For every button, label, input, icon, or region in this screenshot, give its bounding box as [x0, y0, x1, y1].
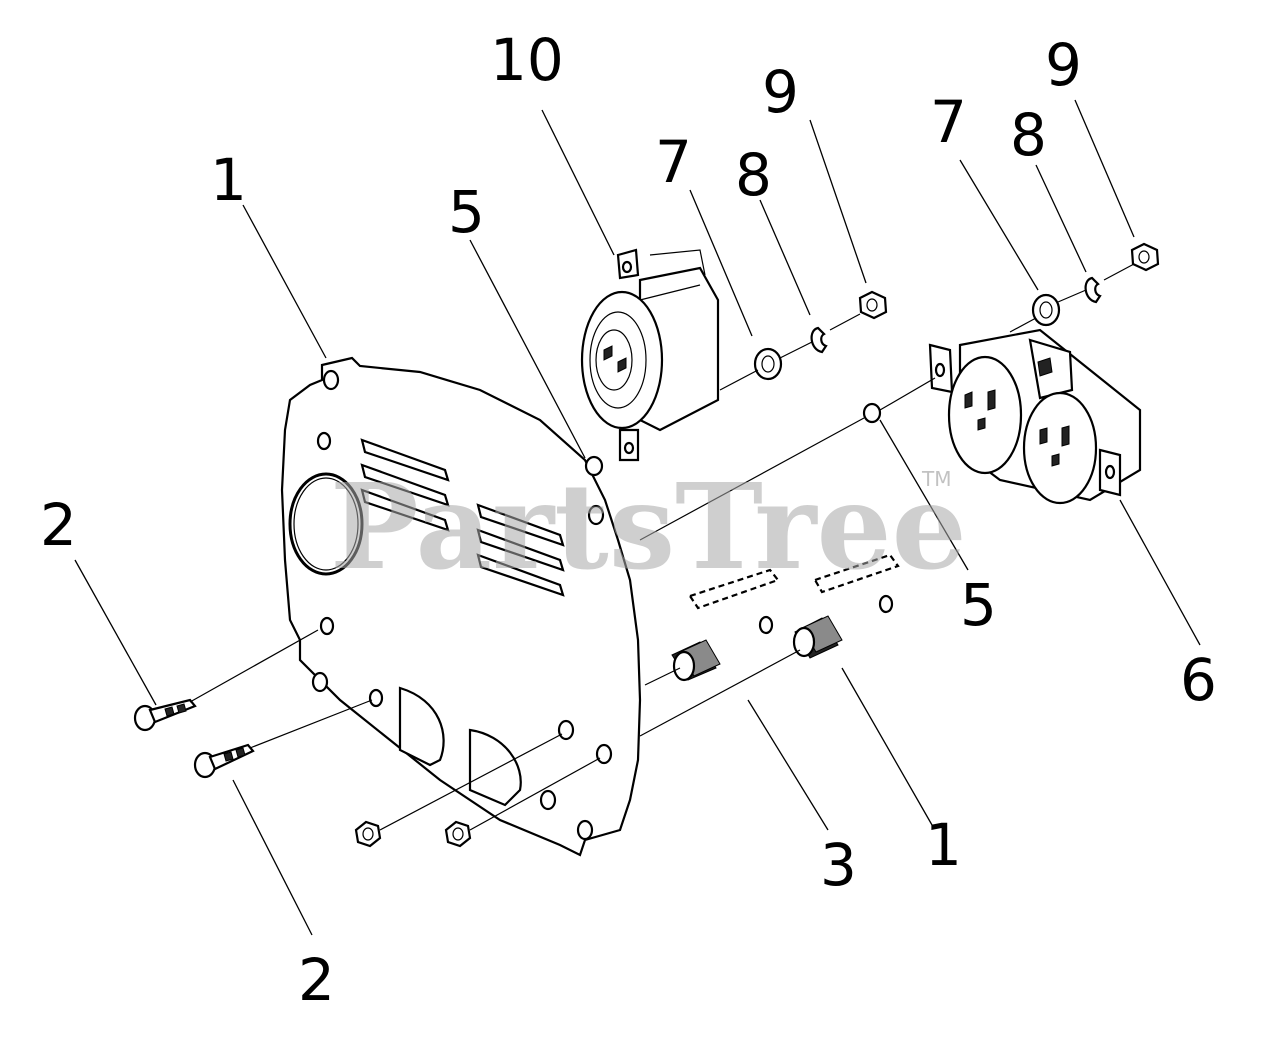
washer-left	[753, 347, 783, 381]
callout-2-lower: 2	[298, 946, 335, 1014]
twist-lock-receptacle	[580, 248, 720, 462]
assembly-lines	[189, 263, 1135, 831]
callout-8-right: 8	[1010, 101, 1047, 169]
duplex-receptacle	[928, 328, 1142, 505]
washer-right	[1031, 293, 1061, 327]
watermark-trademark: TM	[921, 467, 951, 491]
callout-1-lower: 1	[925, 811, 962, 879]
o-ring-right	[862, 402, 882, 424]
callout-10: 10	[490, 26, 564, 94]
callout-9-right: 9	[1045, 31, 1082, 99]
screw-lower	[193, 743, 255, 779]
screw-upper	[133, 698, 197, 732]
o-ring-left	[584, 455, 604, 477]
callout-3: 3	[820, 831, 857, 899]
hex-nut-upper-left	[858, 290, 888, 320]
lock-washer-right	[1084, 276, 1102, 304]
callout-8-left: 8	[735, 141, 772, 209]
breaker-right	[792, 553, 900, 659]
leader-lines	[74, 99, 1201, 936]
control-panel-plate	[280, 356, 642, 857]
callout-labels: 1 1 2 2 3 5 5 6 7 7 8 8 9 9 10	[40, 26, 1217, 1014]
callout-2-upper: 2	[40, 491, 77, 559]
callout-1-upper: 1	[210, 146, 247, 214]
breaker-left	[671, 568, 780, 682]
parts-tree-watermark: PartsTree TM	[330, 457, 967, 596]
watermark-brand: PartsTree	[330, 457, 967, 596]
hex-nut-lower-left	[354, 820, 382, 848]
hex-nut-lower-right	[444, 820, 472, 848]
callout-9-left: 9	[762, 58, 799, 126]
callout-7-right: 7	[930, 88, 967, 156]
hex-nut-upper-right	[1130, 242, 1160, 272]
callout-6: 6	[1180, 646, 1217, 714]
lock-washer-left	[810, 326, 828, 354]
callout-5-upper: 5	[448, 178, 485, 246]
callout-7-left: 7	[655, 128, 692, 196]
callout-5-lower: 5	[960, 571, 997, 639]
